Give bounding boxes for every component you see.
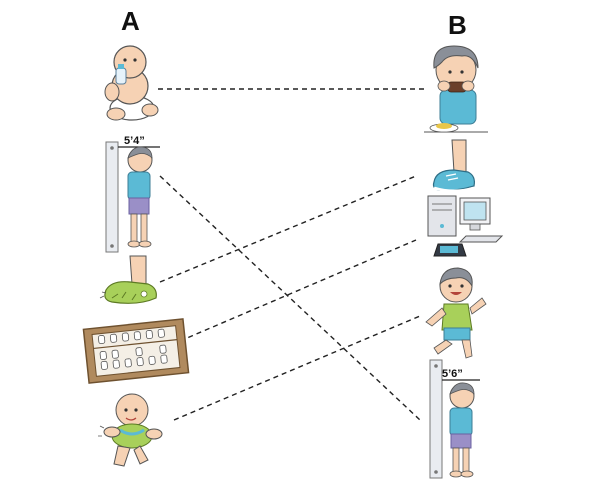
column-b-heading: B [448, 10, 467, 40]
baby-bottle-icon [104, 45, 159, 121]
match-line-height-to-taller [159, 175, 421, 421]
worn-shoe-icon [99, 255, 157, 304]
height-label-a: 5’4” [124, 135, 145, 147]
height-chart-icon [105, 141, 160, 253]
computer-icon [427, 195, 504, 257]
match-lines [158, 88, 428, 421]
height-chart-icon [429, 359, 480, 479]
match-line-crawling-to-walking [173, 315, 421, 421]
crawling-baby-icon [98, 393, 163, 467]
column-a-heading: A [121, 6, 140, 36]
match-line-abacus-to-computer [179, 239, 417, 342]
abacus-icon [82, 318, 190, 384]
walking-child-icon [425, 267, 487, 359]
boy-eating-icon [424, 45, 488, 133]
sneaker-icon [432, 139, 475, 193]
height-label-b: 5’6” [442, 368, 463, 380]
match-line-oldshoe-to-sneaker [159, 175, 417, 283]
